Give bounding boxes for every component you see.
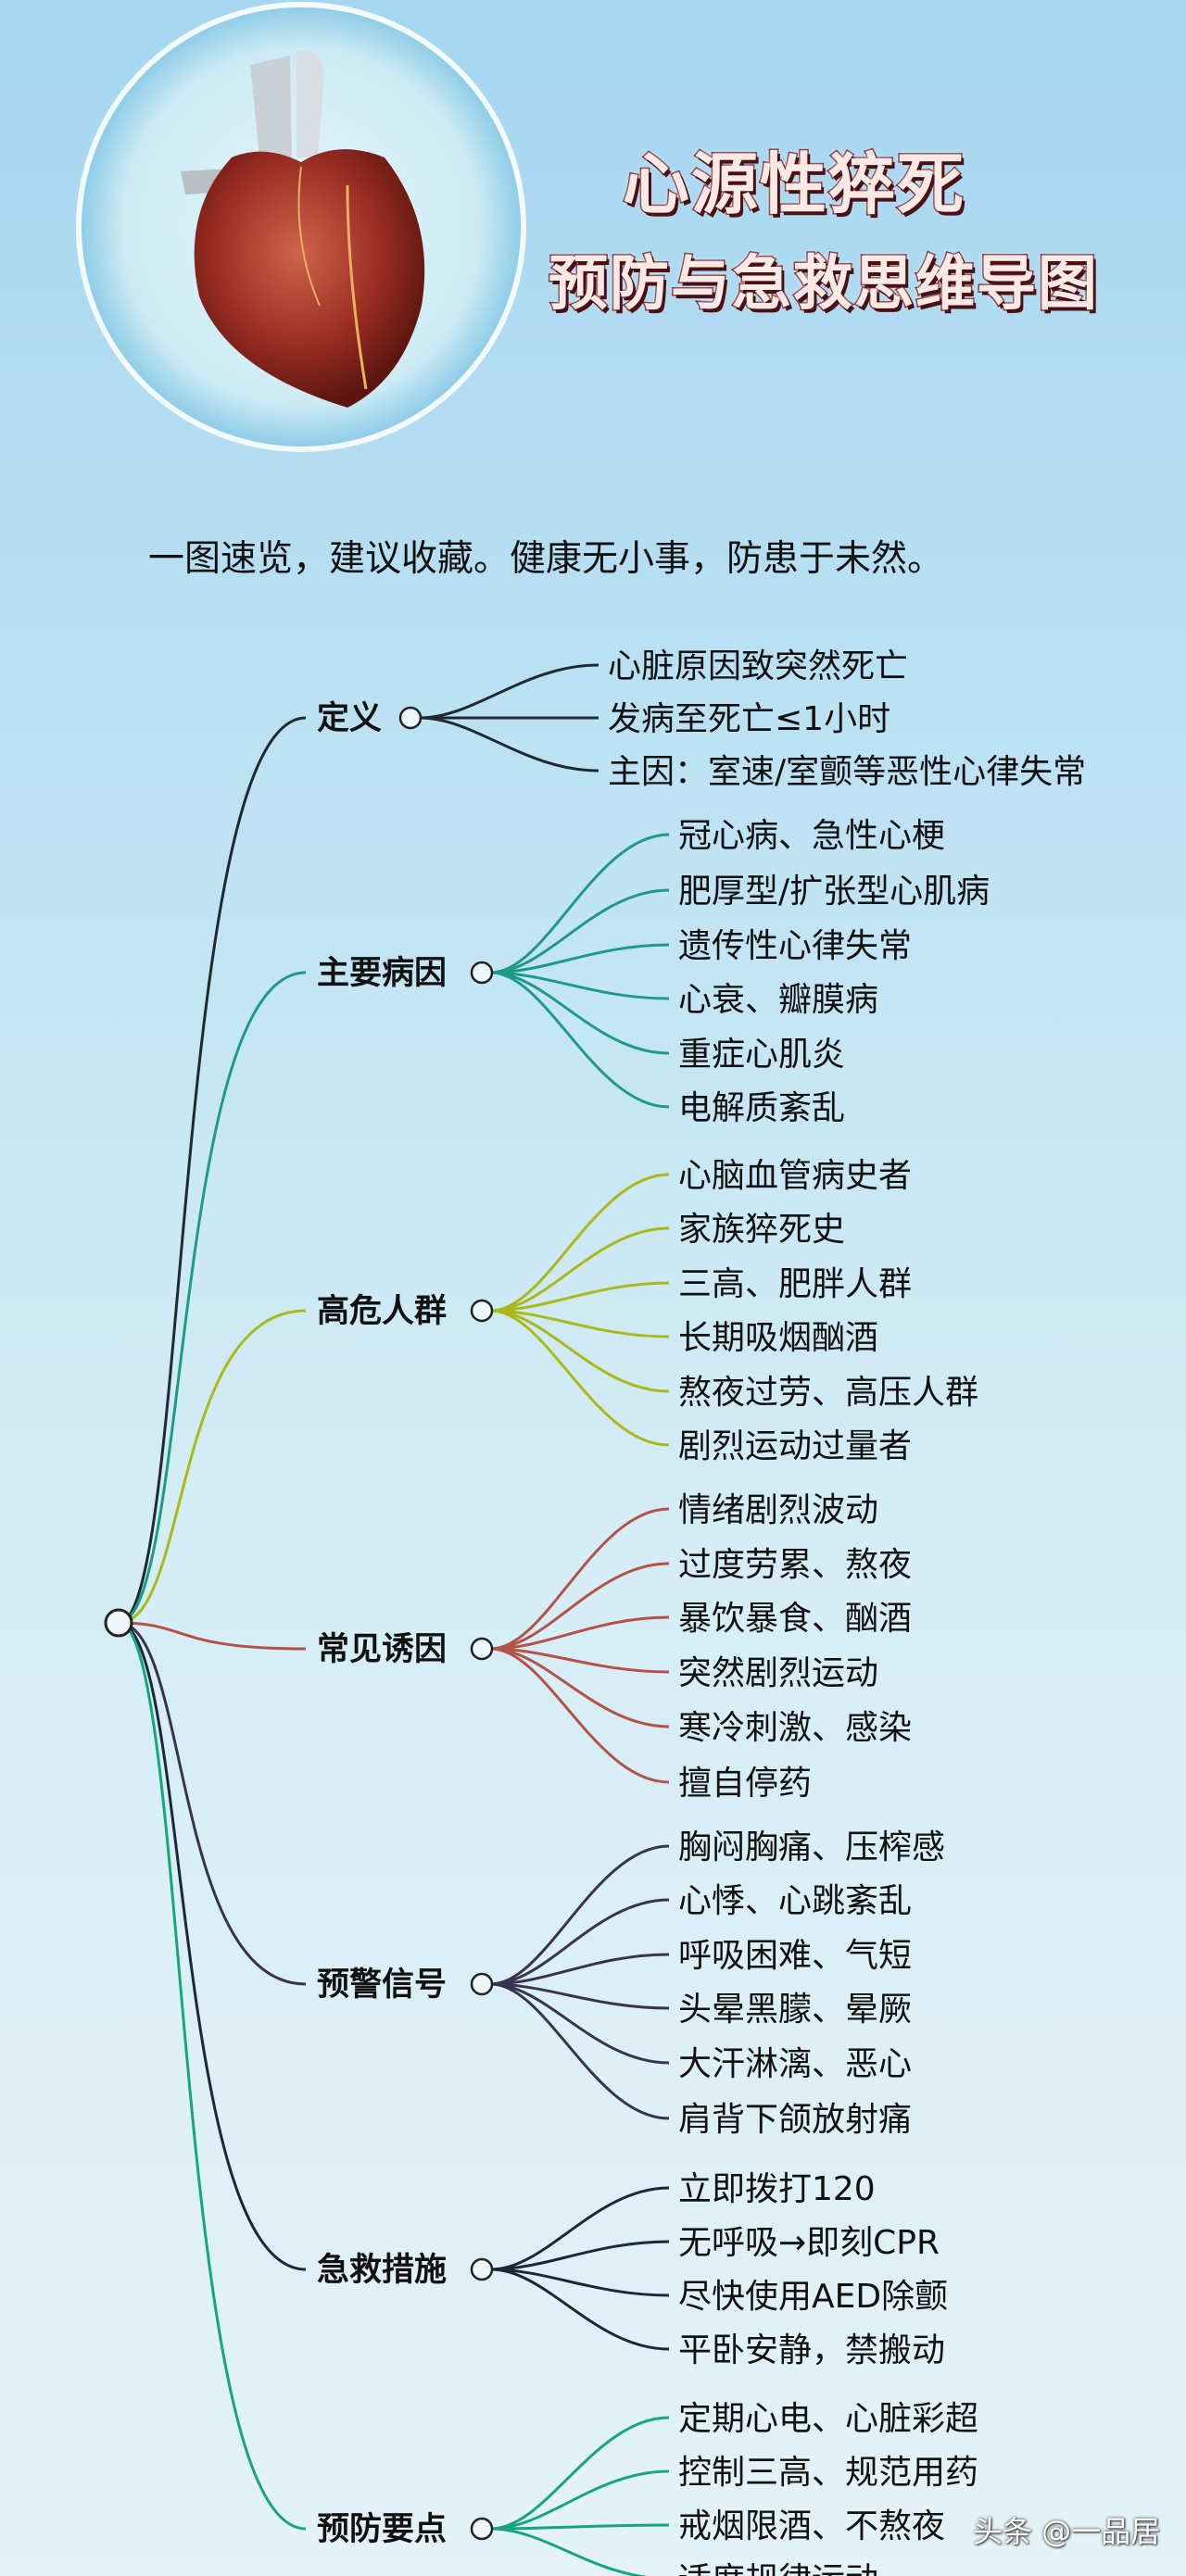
leaf-item: 肩背下颌放射痛	[678, 2101, 912, 2139]
leaf-item: 立即拨打120	[678, 2170, 876, 2208]
branch-node	[398, 706, 423, 730]
leaf-line	[490, 1309, 670, 1338]
leaf-item: 暴饮暴食、酗酒	[678, 1600, 912, 1638]
leaf-item: 胸闷胸痛、压榨感	[678, 1828, 945, 1866]
branch-label: 常见诱因	[317, 1631, 447, 1668]
leaf-line	[490, 1309, 670, 1393]
leaf-item: 控制三高、规范用药	[678, 2454, 978, 2492]
leaf-item: 寒冷刺激、感染	[678, 1709, 912, 1747]
leaf-item: 呼吸困难、气短	[678, 1937, 912, 1975]
leaf-item: 无呼吸→即刻CPR	[678, 2224, 940, 2262]
branch-node	[470, 1299, 494, 1323]
branch-node	[470, 1972, 494, 1996]
leaf-line	[490, 1982, 670, 2120]
leaf-line	[490, 971, 670, 1055]
leaf-item: 擅自停药	[678, 1765, 812, 1803]
root-branch-line	[118, 1621, 307, 1651]
leaf-item: 熬夜过劳、高压人群	[678, 1374, 978, 1412]
leaf-line	[490, 2186, 670, 2271]
leaf-line	[490, 2416, 670, 2531]
leaf-item: 心脑血管病史者	[678, 1157, 912, 1195]
leaf-line	[490, 1281, 670, 1313]
leaf-item: 长期吸烟酗酒	[678, 1319, 878, 1357]
leaf-line	[490, 2268, 670, 2297]
leaf-line	[490, 1507, 670, 1651]
branch-label: 预警信号	[317, 1967, 447, 2004]
leaf-line	[490, 1647, 670, 1674]
leaf-line	[490, 1562, 670, 1651]
root-branch-line	[118, 716, 307, 1625]
leaf-line	[490, 1309, 670, 1447]
branch-node	[470, 1637, 494, 1661]
leaf-line	[419, 716, 599, 773]
leaf-line	[490, 1898, 670, 1986]
leaf-item: 心衰、瓣膜病	[678, 981, 878, 1019]
branch-node	[470, 2257, 494, 2281]
leaf-item: 心悸、心跳紊乱	[678, 1882, 912, 1920]
branch-label: 主要病因	[317, 955, 447, 992]
leaf-line	[490, 1647, 670, 1784]
leaf-item: 戒烟限酒、不熬夜	[678, 2507, 945, 2545]
leaf-item: 适度规律运动	[678, 2561, 878, 2576]
leaf-line	[490, 2523, 670, 2531]
leaf-item: 发病至死亡≤1小时	[608, 700, 890, 738]
branch-label: 急救措施	[317, 2252, 447, 2289]
branch-label: 定义	[317, 700, 382, 737]
leaf-item: 冠心病、急性心梗	[678, 817, 945, 855]
root-node	[104, 1608, 133, 1638]
leaf-line	[490, 1647, 670, 1728]
root-branch-line	[118, 1621, 307, 2531]
leaf-line	[490, 1982, 670, 2065]
root-branch-line	[118, 1621, 307, 2271]
root-branch-line	[118, 1309, 307, 1625]
title-subtitle: 预防与急救思维导图	[548, 249, 1099, 320]
leaf-line	[490, 971, 670, 1109]
branch-node	[470, 961, 494, 985]
leaf-line	[490, 1982, 670, 2010]
leaf-line	[490, 1173, 670, 1313]
leaf-item: 大汗淋漓、恶心	[678, 2045, 912, 2083]
leaf-line	[490, 1226, 670, 1313]
branch-label: 高危人群	[317, 1293, 447, 1330]
leaf-line	[490, 1844, 670, 1986]
root-branch-line	[118, 1621, 307, 1986]
leaf-item: 电解质紊乱	[678, 1089, 845, 1127]
leaf-item: 头晕黑朦、晕厥	[678, 1991, 912, 2029]
leaf-item: 三高、肥胖人群	[678, 1265, 912, 1303]
watermark: 头条 @一品居	[973, 2514, 1161, 2549]
root-branch-line	[118, 971, 307, 1625]
leaf-item: 重症心肌炎	[678, 1036, 845, 1074]
leaf-item: 过度劳累、熬夜	[678, 1546, 912, 1584]
leaf-line	[490, 971, 670, 1000]
leaf-item: 遗传性心律失常	[678, 927, 912, 965]
leaf-item: 情绪剧烈波动	[678, 1491, 878, 1529]
leaf-line	[490, 888, 670, 974]
leaf-line	[419, 663, 599, 720]
title: 心源性猝死	[621, 145, 966, 225]
leaf-item: 定期心电、心脏彩超	[678, 2400, 978, 2438]
leaf-line	[490, 833, 670, 974]
leaf-item: 突然剧烈运动	[678, 1654, 878, 1692]
leaf-line	[490, 943, 670, 974]
leaf-line	[490, 2268, 670, 2351]
leaf-item: 平卧安静，禁搬动	[678, 2331, 945, 2369]
leaf-line	[490, 1953, 670, 1986]
leaf-item: 剧烈运动过量者	[678, 1427, 912, 1465]
leaf-item: 心脏原因致突然死亡	[608, 647, 908, 685]
branch-label: 预防要点	[317, 2511, 447, 2548]
leaf-line	[490, 2527, 650, 2576]
leaf-line	[490, 2469, 670, 2531]
leaf-line	[490, 1615, 670, 1651]
tagline: 一图速览，建议收藏。健康无小事，防患于未然。	[148, 538, 944, 580]
leaf-line	[490, 2240, 670, 2271]
heart-illustration	[76, 2, 526, 452]
leaf-item: 家族猝死史	[678, 1211, 845, 1249]
branch-node	[470, 2517, 494, 2541]
leaf-item: 尽快使用AED除颤	[678, 2278, 948, 2316]
leaf-item: 主因：室速/室颤等恶性心律失常	[608, 753, 1086, 791]
leaf-item: 肥厚型/扩张型心肌病	[678, 873, 990, 911]
